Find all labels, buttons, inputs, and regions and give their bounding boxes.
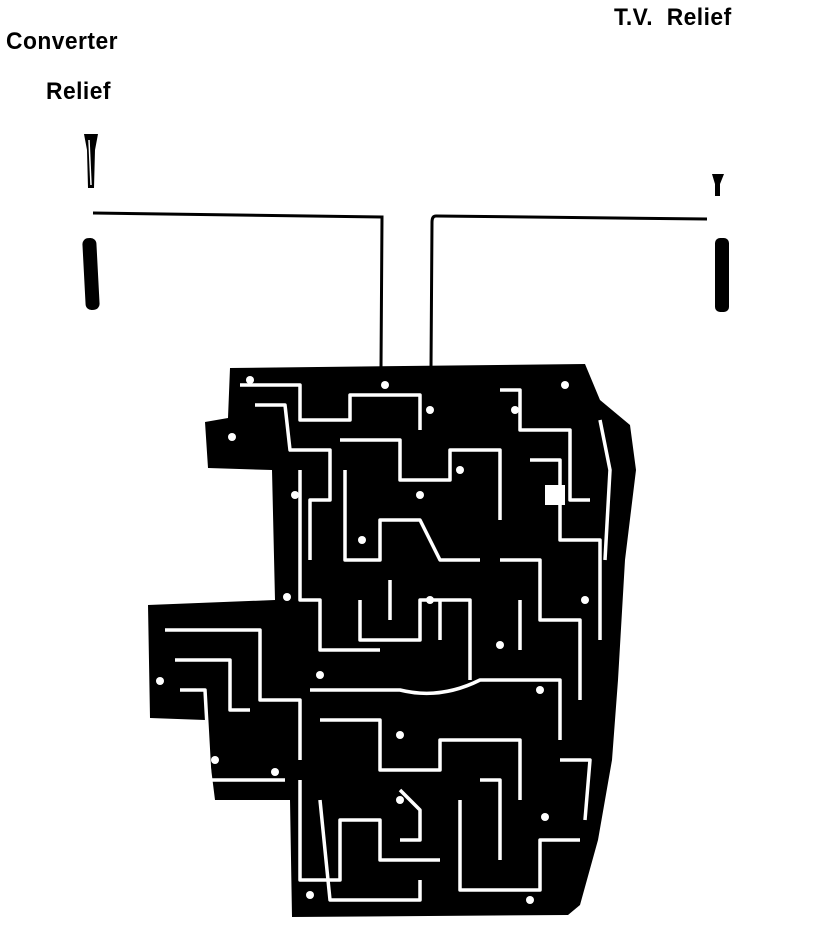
valve-body-bolt-holes xyxy=(156,376,589,904)
converter-relief-label-line2: Relief xyxy=(46,78,111,105)
tv-relief-leader-line xyxy=(429,214,708,369)
converter-relief-ball-seat xyxy=(84,134,98,188)
valve-body xyxy=(148,364,636,917)
tv-relief-spring xyxy=(715,238,729,312)
converter-relief-spring xyxy=(82,237,100,311)
tv-relief-label: T.V. Relief xyxy=(614,4,732,31)
converter-relief-leader-line xyxy=(92,211,384,369)
converter-relief-label-line1: Converter xyxy=(6,28,118,55)
tv-relief-ball-seat xyxy=(712,174,724,196)
